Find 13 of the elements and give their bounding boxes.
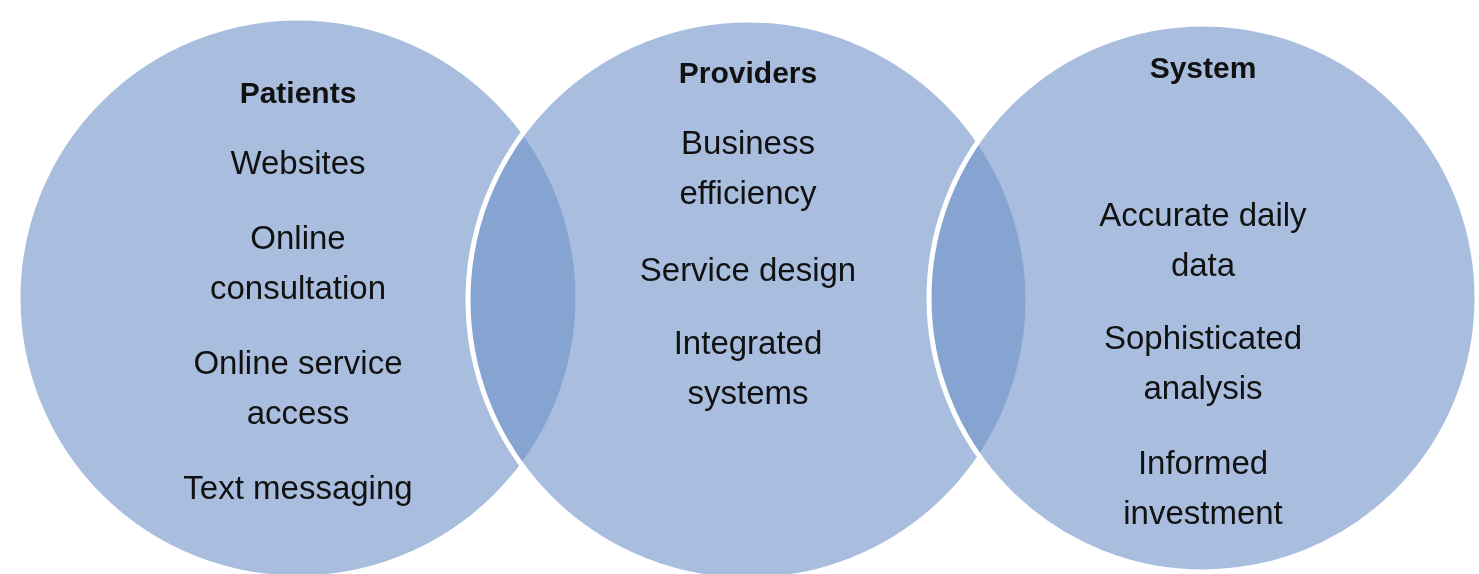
list-item: Service design — [638, 250, 858, 290]
circle-heading: System — [1148, 50, 1258, 86]
list-item: Accurate daily data — [1098, 195, 1308, 285]
circle-heading: Providers — [677, 55, 819, 91]
list-item: Online consultation — [208, 218, 388, 308]
list-item: Text messaging — [182, 468, 414, 508]
list-item: Sophisticated analysis — [1102, 318, 1304, 408]
list-item: Online service access — [192, 343, 404, 433]
circle-heading: Patients — [238, 75, 358, 111]
list-item: Informed investment — [1122, 443, 1284, 533]
list-item: Integrated systems — [672, 323, 824, 413]
list-item: Websites — [229, 143, 367, 183]
list-item: Business efficiency — [678, 123, 818, 213]
